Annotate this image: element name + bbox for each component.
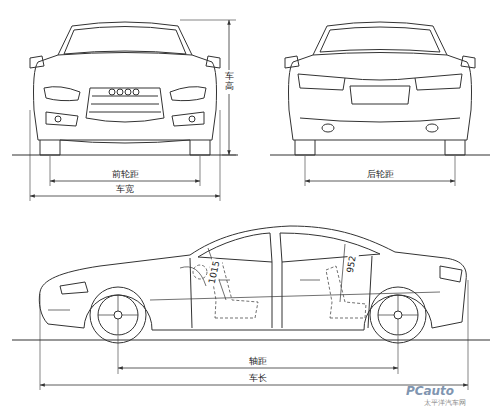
watermark: PCauto	[404, 384, 456, 398]
dimension-label: 车高	[225, 70, 234, 94]
dimension-label: 车宽	[114, 184, 136, 195]
dimension-label: 前轮距	[110, 169, 141, 180]
dimension-label: 后轮距	[365, 169, 396, 180]
rear-view	[270, 22, 490, 186]
front-view	[12, 20, 238, 201]
watermark: 太平洋汽车网	[422, 399, 468, 407]
dimension-label: 车长	[247, 373, 269, 384]
interior-dimension: 952	[345, 253, 359, 276]
dimension-label: 轴距	[247, 356, 269, 367]
side-view	[12, 226, 490, 390]
